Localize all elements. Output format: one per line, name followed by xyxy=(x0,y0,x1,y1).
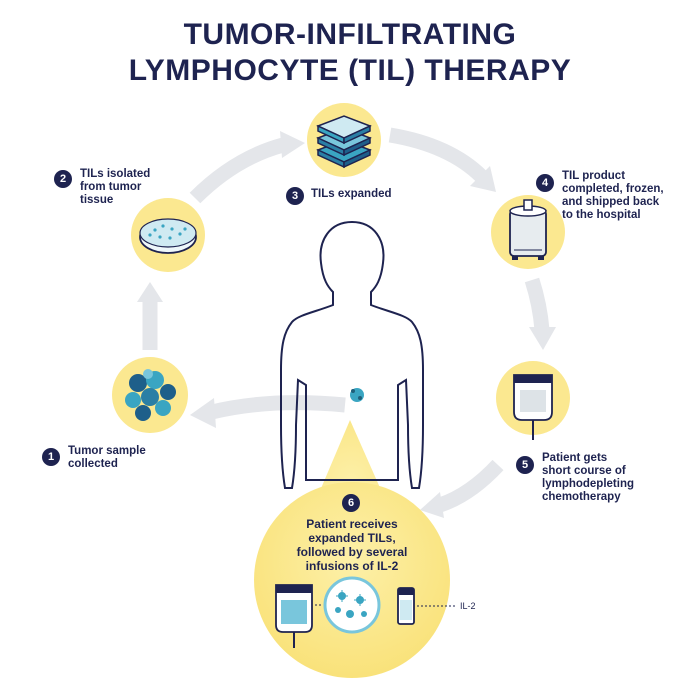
tumor-sample-icon xyxy=(112,357,188,433)
arrow-5-to-6-head xyxy=(420,492,444,518)
arrow-4-to-5 xyxy=(524,277,550,331)
arrow-2-to-3 xyxy=(189,137,286,204)
arrow-4-to-5-head xyxy=(529,327,556,350)
iv-bag-icon xyxy=(496,361,570,440)
step-3-badge: 3 xyxy=(286,187,304,205)
step-6-text: Patient receives expanded TILs, followed… xyxy=(296,517,408,573)
iv-bag-with-tils-icon xyxy=(275,584,313,648)
arrow-1-to-2-head xyxy=(137,282,163,302)
arrow-body-to-1 xyxy=(210,395,346,420)
arrow-body-to-1-head xyxy=(190,398,216,428)
culture-flasks-icon xyxy=(307,103,381,177)
petri-dish-icon xyxy=(131,198,205,272)
title-line-1: TUMOR-INFILTRATING xyxy=(183,18,517,51)
title-line-2: LYMPHOCYTE (TIL) THERAPY xyxy=(128,54,572,87)
cycle-arrows xyxy=(137,127,556,518)
step-2-text: TILs isolated from tumor tissue xyxy=(80,168,151,206)
il2-vial-icon xyxy=(397,587,455,625)
step-1-text: Tumor sample collected xyxy=(68,445,146,470)
til-cells-magnified-icon xyxy=(315,576,381,634)
arrow-3-to-4-head xyxy=(470,166,496,192)
arrow-5-to-6 xyxy=(437,459,504,513)
arrow-2-to-3-head xyxy=(280,131,305,158)
step-4-text: TIL product completed, frozen, and shipp… xyxy=(562,170,664,221)
human-silhouette xyxy=(280,220,424,489)
tumor-in-body-icon xyxy=(350,388,364,402)
il2-label: IL-2 xyxy=(460,601,476,611)
step-4-badge: 4 xyxy=(536,174,554,192)
step-6-badge: 6 xyxy=(342,494,360,512)
step-2-badge: 2 xyxy=(54,170,72,188)
arrow-3-to-4 xyxy=(388,127,488,183)
step-3-text: TILs expanded xyxy=(311,188,392,200)
step-5-badge: 5 xyxy=(516,456,534,474)
step-5-text: Patient gets short course of lymphodeple… xyxy=(542,452,634,503)
cryo-container-icon xyxy=(491,195,565,269)
step-1-badge: 1 xyxy=(42,448,60,466)
